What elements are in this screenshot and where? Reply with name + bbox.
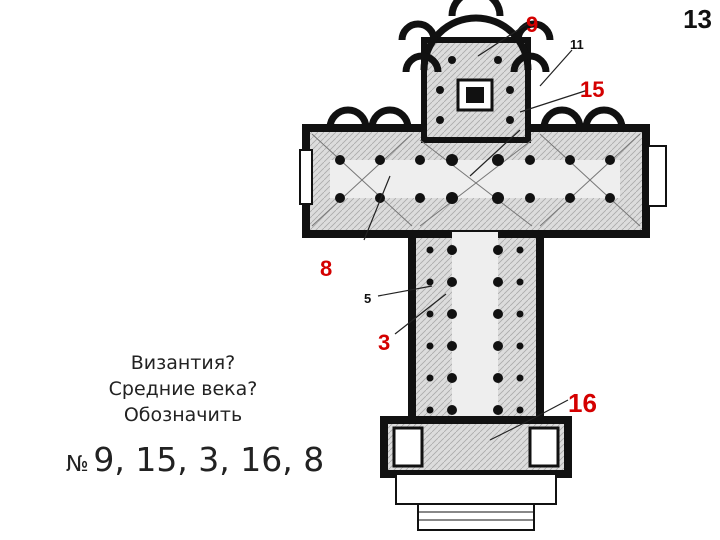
label-11: 11 [570, 37, 584, 52]
label-8: 8 [320, 256, 332, 281]
transept-center [330, 160, 620, 198]
apse-arc [420, 14, 532, 71]
question-line-middle-ages: Средние века? [108, 378, 258, 400]
label-9: 9 [526, 12, 538, 37]
west-facade [380, 416, 572, 531]
apse-chapels [326, 0, 626, 129]
numbers-to-label: № 9, 15, 3, 16, 8 [66, 440, 324, 479]
transept-apse-4 [582, 106, 626, 129]
label-3: 3 [378, 330, 390, 355]
question-text: Византия? Средние века? Обозначить [88, 350, 278, 428]
question-line-byzantium: Византия? [130, 352, 236, 374]
chapel-left-1 [402, 52, 442, 73]
numbers-list: 9, 15, 3, 16, 8 [93, 440, 325, 479]
nave-center [452, 232, 498, 428]
chapel-right-2 [514, 20, 554, 41]
transept-apse-3 [540, 106, 584, 129]
question-line-label-task: Обозначить [123, 404, 243, 426]
label-15: 15 [580, 77, 604, 102]
vault-diagonals [311, 133, 641, 227]
facade-tower-right [528, 426, 560, 468]
facade-tower-left [392, 426, 424, 468]
chapel-axial [448, 0, 504, 17]
altar-core [466, 87, 484, 103]
leader-lines [363, 21, 589, 441]
transept-apse-1 [326, 106, 370, 129]
number-sign: № [66, 452, 89, 477]
porch [395, 473, 557, 505]
label-16: 16 [568, 388, 597, 418]
chapel-left-2 [398, 20, 438, 41]
chapel-right-1 [510, 52, 550, 73]
label-5: 5 [364, 291, 371, 306]
pillars [335, 56, 615, 415]
slide-number: 13 [683, 4, 712, 34]
transept-left-door [299, 149, 313, 205]
transept-apse-2 [368, 106, 412, 129]
steps [417, 503, 535, 531]
transept-right-porch [647, 145, 667, 207]
